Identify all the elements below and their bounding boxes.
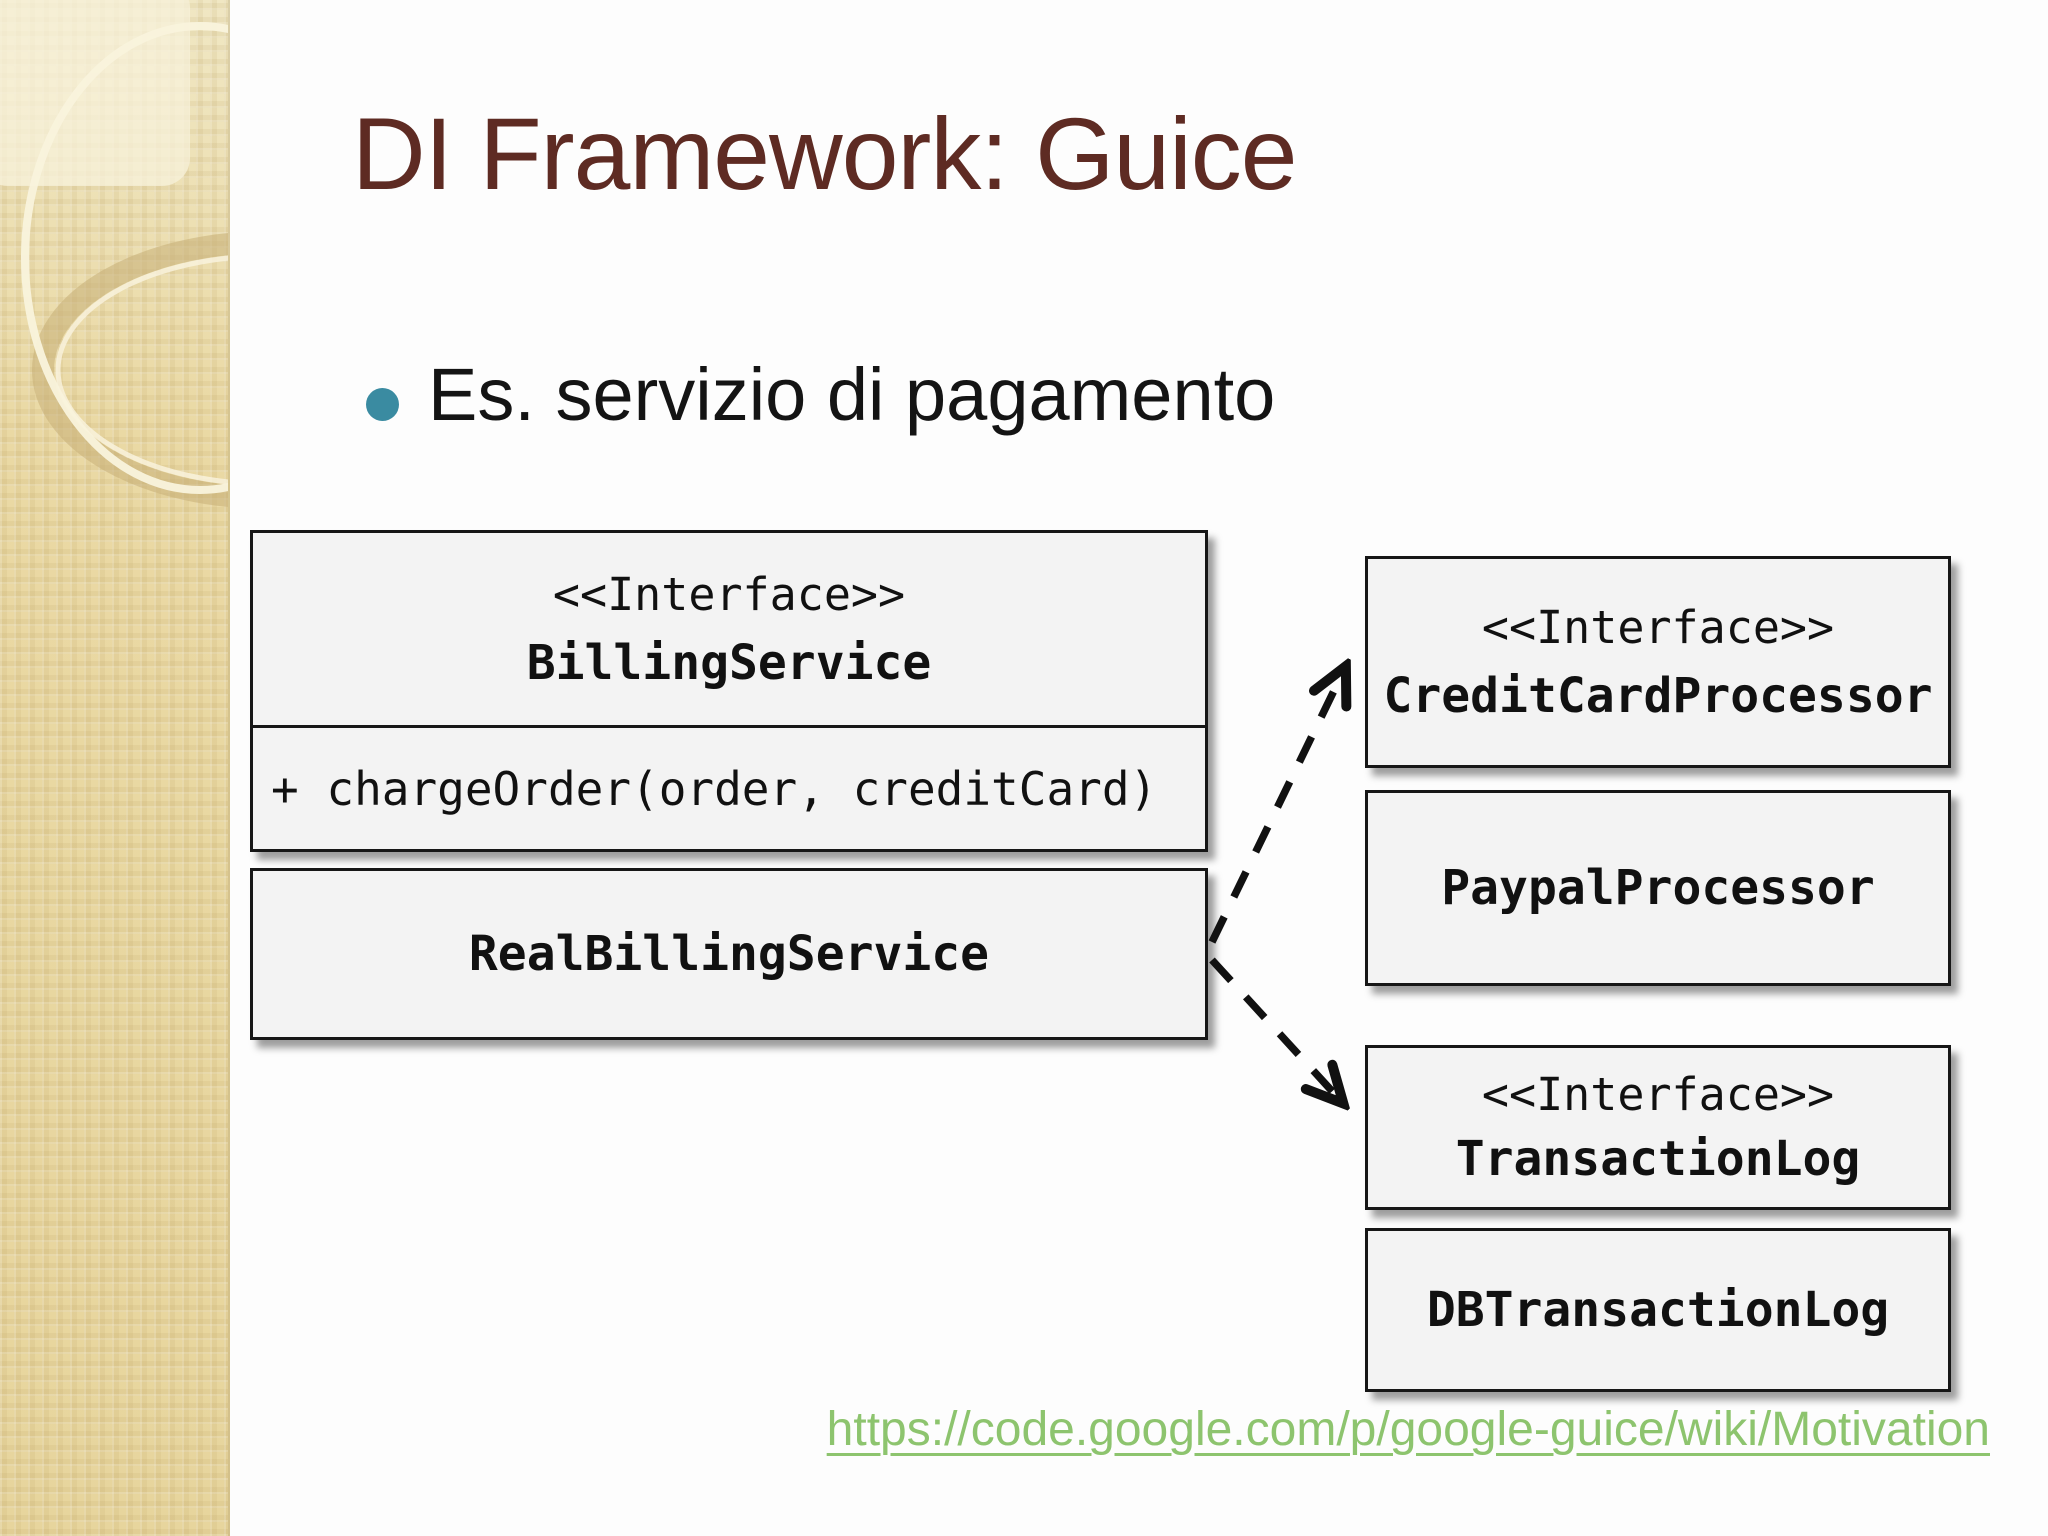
bullet-icon: [366, 388, 399, 421]
uml-box-billingservice: <<Interface>> BillingService + chargeOrd…: [250, 530, 1208, 852]
uml-box-realbillingservice: RealBillingService: [250, 868, 1208, 1040]
class-name-label: TransactionLog: [1455, 1131, 1861, 1187]
bullet-text: Es. servizio di pagamento: [428, 353, 1276, 436]
uml-box-dbtransactionlog: DBTransactionLog: [1365, 1228, 1951, 1392]
uml-box-paypalprocessor: PaypalProcessor: [1365, 790, 1951, 986]
motivation-link[interactable]: https://code.google.com/p/google-guice/w…: [826, 1403, 1990, 1456]
slide-title: DI Framework: Guice: [352, 97, 1298, 211]
sidebar-decoration: [0, 0, 230, 1536]
sidebar-ring-thin: [21, 22, 228, 494]
stereotype-label: <<Interface>>: [1481, 1068, 1835, 1121]
sidebar-rings: [0, 0, 228, 508]
arrow-realbilling-to-transactionlog: [1209, 957, 1342, 1102]
sidebar-ring-thick-highlight: [55, 255, 228, 485]
stereotype-label: <<Interface>>: [552, 567, 906, 621]
uml-box-creditcardprocessor: <<Interface>> CreditCardProcessor: [1365, 556, 1951, 768]
uml-box-billingservice-header: <<Interface>> BillingService: [253, 533, 1205, 725]
class-name-label: DBTransactionLog: [1426, 1282, 1890, 1338]
class-name-label: PaypalProcessor: [1441, 860, 1875, 916]
stereotype-label: <<Interface>>: [1481, 600, 1835, 654]
arrow-realbilling-to-creditcardprocessor: [1208, 668, 1345, 944]
class-name-label: CreditCardProcessor: [1383, 667, 1933, 724]
uml-box-transactionlog: <<Interface>> TransactionLog: [1365, 1045, 1951, 1210]
method-label: + chargeOrder(order, creditCard): [253, 725, 1205, 849]
class-name-label: BillingService: [526, 634, 932, 691]
class-name-label: RealBillingService: [468, 926, 990, 982]
